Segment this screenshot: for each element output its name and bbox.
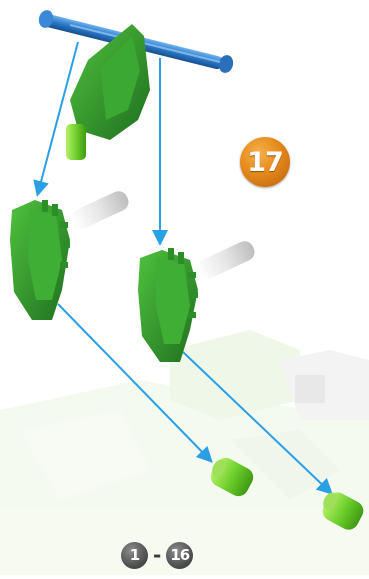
step-number-badge: 17 [240,137,290,187]
range-separator: - [153,545,161,565]
green-connector-left [10,188,131,320]
arrow-to-left-connector [38,42,78,193]
faded-background-model [0,330,369,575]
range-start-badge: 1 [121,542,148,569]
step-number: 17 [247,147,283,178]
green-connector-top [66,24,150,160]
range-end-badge: 16 [166,542,193,569]
step-range: 1 - 16 [121,540,193,570]
